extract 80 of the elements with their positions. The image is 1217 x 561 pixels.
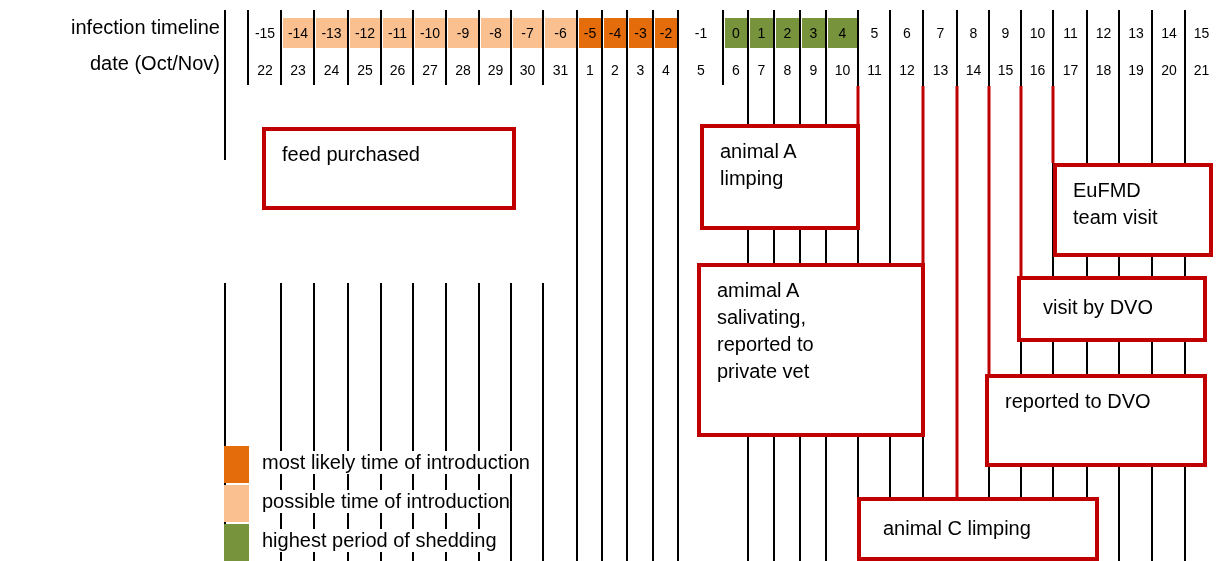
timeline-cell-text: 23 [289, 61, 307, 80]
timeline-cell: -4 [604, 18, 626, 48]
timeline-cell-text: 28 [454, 61, 472, 80]
timeline-cell-text: 1 [585, 61, 595, 80]
timeline-cell: -12 [350, 18, 380, 48]
timeline-cell-text: 11 [866, 61, 883, 80]
timeline-cell-text: 14 [964, 61, 983, 80]
timeline-cell: 2 [776, 18, 799, 48]
timeline-cell: -9 [448, 18, 478, 48]
event-box: EuFMD team visit [1053, 163, 1213, 257]
timeline-cell-text: 8 [782, 61, 793, 80]
timeline-cell-text: 6 [902, 24, 912, 43]
timeline-cell: 1 [750, 18, 773, 48]
leader-line [856, 86, 860, 124]
timeline-cell: -13 [316, 18, 347, 48]
timeline-cell: 3 [802, 18, 825, 48]
timeline-cell-text: -15 [253, 24, 277, 43]
timeline-cell-text: 14 [1160, 24, 1178, 43]
timeline-cell-text: 18 [1094, 61, 1113, 80]
timeline-cell-text: 27 [421, 61, 439, 80]
timeline-cell-text: 4 [661, 61, 671, 80]
timeline-cell-text: 24 [322, 61, 341, 80]
timeline-cell-text: 6 [731, 61, 741, 80]
timeline-cell: -14 [283, 18, 313, 48]
timeline-cell-text: 10 [1028, 24, 1047, 43]
timeline-cell-text: 12 [1094, 24, 1113, 43]
legend-label: possible time of introduction [262, 490, 510, 513]
timeline-cell-text: 22 [256, 61, 274, 80]
leader-line [1019, 86, 1023, 276]
timeline-cell: -10 [415, 18, 445, 48]
row-header: infection timeline [71, 16, 220, 39]
event-box: animal C limping [857, 497, 1099, 561]
timeline-cell-text: 13 [931, 61, 950, 80]
timeline-cell-text: 31 [551, 61, 570, 80]
timeline-cell-text: 13 [1127, 24, 1145, 43]
timeline-cell: -11 [383, 18, 412, 48]
leader-line [955, 86, 959, 497]
timeline-cell-text: 3 [635, 61, 646, 80]
timeline-cell-text: 16 [1028, 61, 1047, 80]
timeline-cell-text: 9 [808, 61, 819, 80]
timeline-cell: 4 [828, 18, 857, 48]
event-box: reported to DVO [985, 374, 1207, 467]
legend-label: highest period of shedding [262, 529, 497, 552]
timeline-cell-text: 9 [1000, 24, 1011, 43]
timeline-cell: -3 [629, 18, 652, 48]
row-header: date (Oct/Nov) [89, 52, 220, 75]
timeline-cell-text: 20 [1160, 61, 1178, 80]
timeline-cell-text: 29 [486, 61, 505, 80]
timeline-cell-text: -1 [693, 24, 709, 43]
timeline-cell-text: 19 [1127, 61, 1145, 80]
timeline-cell-text: 10 [833, 61, 852, 80]
timeline-cell-text: 2 [610, 61, 620, 80]
timeline-cell-text: 5 [869, 24, 880, 43]
timeline-cell: -8 [481, 18, 510, 48]
event-box: feed purchased [262, 127, 516, 210]
leader-line [1051, 86, 1055, 163]
timeline-cell-text: 8 [968, 24, 979, 43]
event-box: visit by DVO [1017, 276, 1207, 342]
timeline-cell-text: 15 [1192, 24, 1211, 43]
timeline-cell-text: 30 [518, 61, 537, 80]
timeline-cell-text: 7 [756, 61, 767, 80]
event-box: animal A limping [700, 124, 860, 230]
timeline-cell-text: 11 [1062, 24, 1079, 43]
event-box: amimal A salivating, reported to private vet [697, 263, 925, 437]
leader-line [987, 86, 991, 374]
timeline-cell-text: 15 [996, 61, 1015, 80]
timeline-cell-text: 25 [356, 61, 374, 80]
timeline-cell-text: 21 [1192, 61, 1211, 80]
timeline-cell-text: 7 [935, 24, 946, 43]
timeline-cell-text: 5 [696, 61, 706, 80]
legend-label: most likely time of introduction [262, 451, 530, 474]
timeline-cell: -5 [579, 18, 601, 48]
timeline-cell-text: 17 [1061, 61, 1080, 80]
timeline-cell: -2 [655, 18, 677, 48]
timeline-cell: -7 [513, 18, 542, 48]
timeline-cell-text: 12 [898, 61, 916, 80]
timeline-cell-text: 26 [388, 61, 407, 80]
timeline-cell: 0 [725, 18, 747, 48]
timeline-cell: -6 [545, 18, 576, 48]
leader-line [921, 86, 925, 263]
